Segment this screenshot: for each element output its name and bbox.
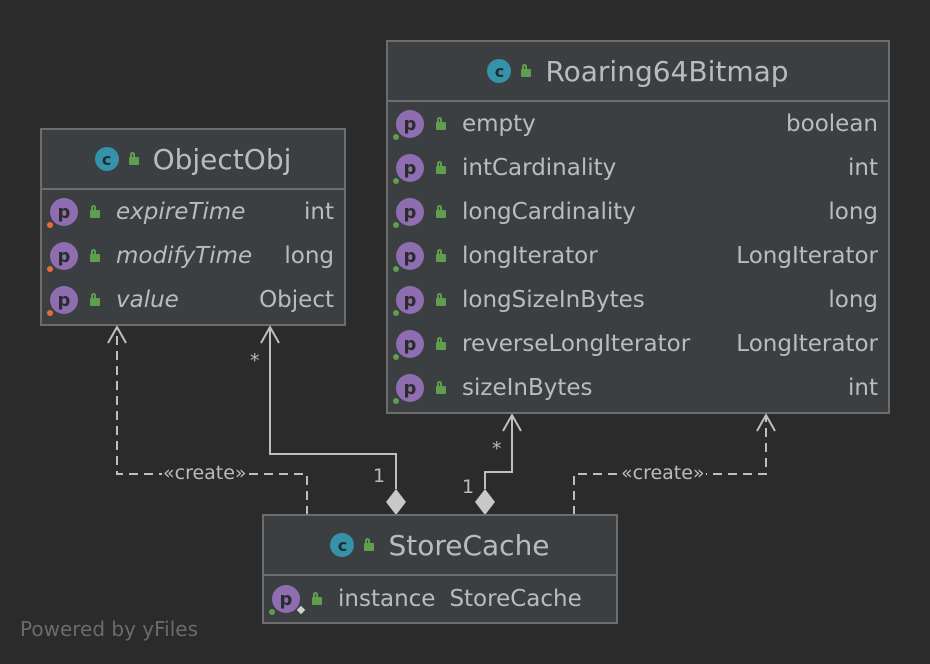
visibility-dot-icon [269, 609, 275, 615]
field-row[interactable]: p intCardinality int [388, 146, 888, 190]
field-row[interactable]: p expireTime int [42, 190, 344, 234]
field-type: boolean [786, 111, 878, 137]
visibility-dot-icon [393, 310, 399, 316]
static-dot-icon [47, 222, 53, 228]
field-row[interactable]: p longIterator LongIterator [388, 234, 888, 278]
property-icon: p [269, 585, 306, 615]
class-name: Roaring64Bitmap [545, 54, 789, 88]
public-lock-icon [434, 161, 448, 175]
create-label-left: «create» [162, 462, 248, 484]
property-icon: p [393, 198, 424, 228]
field-row[interactable]: p sizeInBytes int [388, 366, 888, 410]
class-name: ObjectObj [152, 142, 292, 176]
property-icon: p [393, 242, 424, 272]
property-icon: p [393, 286, 424, 316]
create-arrowhead-roaring [756, 412, 776, 432]
field-type: long [828, 199, 878, 225]
composition-diamond-roaring [475, 489, 495, 515]
composition-arrowhead-objectobj [260, 324, 280, 344]
public-lock-icon [434, 249, 448, 263]
create-arrowhead-objectobj [107, 324, 127, 344]
field-name: longCardinality [462, 199, 636, 225]
field-row[interactable]: p longCardinality long [388, 190, 888, 234]
visibility-dot-icon [393, 354, 399, 360]
class-node-storecache[interactable]: c StoreCache p instance StoreCache [262, 514, 618, 624]
public-lock-icon [127, 152, 141, 166]
multiplicity-one-objectobj: 1 [373, 465, 386, 487]
visibility-dot-icon [393, 222, 399, 228]
composition-diamond-objectobj [386, 489, 406, 515]
field-name: longIterator [462, 243, 598, 269]
class-icon: c [487, 59, 512, 83]
field-type: int [304, 199, 334, 225]
final-diamond-icon [296, 605, 306, 615]
property-icon: p [47, 286, 78, 316]
visibility-dot-icon [393, 398, 399, 404]
field-row[interactable]: p instance StoreCache [264, 576, 616, 622]
property-icon: p [393, 154, 424, 184]
multiplicity-many-objectobj: * [250, 350, 260, 372]
public-lock-icon [434, 117, 448, 131]
create-edge-objectobj [116, 327, 308, 515]
field-name: sizeInBytes [462, 375, 593, 401]
composition-edge-roaring [484, 415, 513, 489]
static-dot-icon [47, 310, 53, 316]
field-name: empty [462, 111, 536, 137]
multiplicity-many-roaring: * [492, 438, 502, 460]
property-icon: p [393, 374, 424, 404]
class-name: StoreCache [388, 528, 550, 562]
visibility-dot-icon [393, 178, 399, 184]
field-type: int [848, 155, 878, 181]
field-row[interactable]: p value Object [42, 278, 344, 322]
field-type: Object [259, 287, 334, 313]
static-dot-icon [47, 266, 53, 272]
field-name: expireTime [116, 199, 246, 225]
public-lock-icon [434, 293, 448, 307]
class-node-roaring64bitmap[interactable]: c Roaring64Bitmap p empty boolean p intC… [386, 40, 890, 414]
property-icon: p [47, 198, 78, 228]
create-label-right: «create» [620, 462, 706, 484]
public-lock-icon [88, 293, 102, 307]
composition-arrowhead-roaring [502, 412, 522, 432]
visibility-dot-icon [393, 134, 399, 140]
property-icon: p [393, 330, 424, 360]
public-lock-icon [434, 337, 448, 351]
field-type: long [284, 243, 334, 269]
public-lock-icon [434, 205, 448, 219]
field-row[interactable]: p reverseLongIterator LongIterator [388, 322, 888, 366]
field-name: longSizeInBytes [462, 287, 645, 313]
public-lock-icon [310, 592, 324, 606]
composition-edge-objectobj [269, 327, 397, 489]
field-type: StoreCache [449, 586, 582, 612]
field-name: intCardinality [462, 155, 617, 181]
class-header[interactable]: c StoreCache [264, 516, 616, 576]
field-type: LongIterator [736, 331, 878, 357]
property-icon: p [47, 242, 78, 272]
property-icon: p [393, 110, 424, 140]
field-name: reverseLongIterator [462, 331, 691, 357]
powered-by-footer: Powered by yFiles [20, 617, 198, 641]
field-name: modifyTime [116, 243, 253, 269]
class-header[interactable]: c ObjectObj [42, 130, 344, 190]
class-header[interactable]: c Roaring64Bitmap [388, 42, 888, 102]
field-name: instance [338, 586, 436, 612]
public-lock-icon [88, 205, 102, 219]
class-icon: c [94, 147, 119, 171]
public-lock-icon [519, 64, 533, 78]
field-type: long [828, 287, 878, 313]
public-lock-icon [362, 538, 376, 552]
multiplicity-one-roaring: 1 [462, 476, 475, 498]
class-node-objectobj[interactable]: c ObjectObj p expireTime int p modifyTim… [40, 128, 346, 326]
field-name: value [116, 287, 179, 313]
public-lock-icon [434, 381, 448, 395]
field-row[interactable]: p longSizeInBytes long [388, 278, 888, 322]
field-row[interactable]: p empty boolean [388, 102, 888, 146]
field-type: LongIterator [736, 243, 878, 269]
public-lock-icon [88, 249, 102, 263]
field-row[interactable]: p modifyTime long [42, 234, 344, 278]
field-type: int [848, 375, 878, 401]
visibility-dot-icon [393, 266, 399, 272]
class-icon: c [330, 533, 355, 557]
